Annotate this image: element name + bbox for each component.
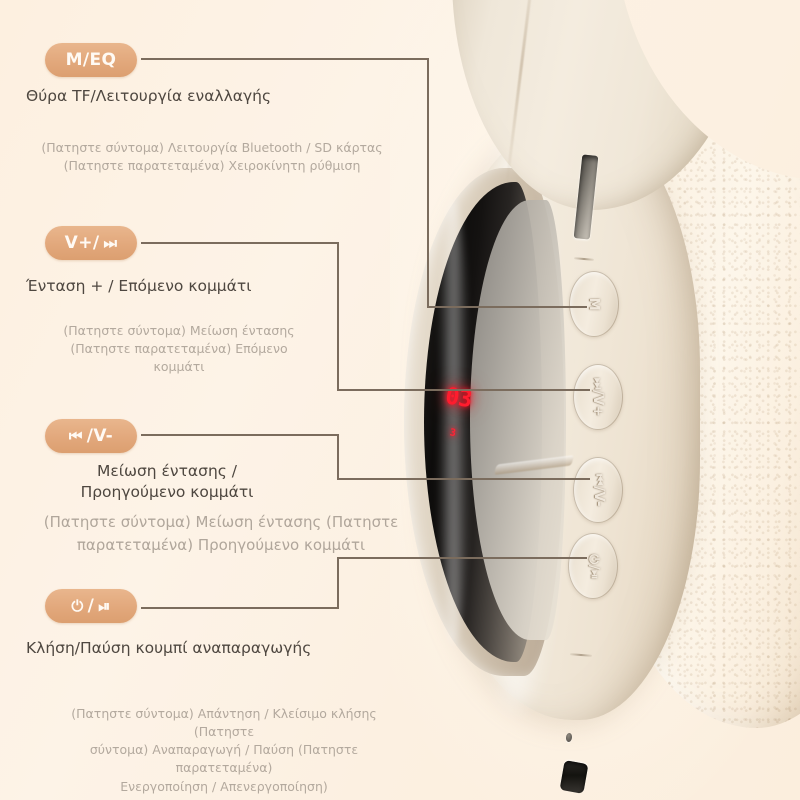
callout-title-volume-down: Μείωση έντασης / Προηγούμενο κομμάτι (80, 462, 254, 501)
play-pause-icon: ⏯ (98, 596, 111, 615)
callout-title-m-eq: Θύρα TF/Λειτουργία εναλλαγής (26, 87, 272, 105)
callout-title-volume-up: Ένταση + / Επόμενο κομμάτι (26, 277, 252, 295)
callout-badge-volume-up[interactable]: V+/ ⏭ (45, 226, 137, 260)
callout-badge-volume-down-label: /V- (86, 426, 114, 446)
device-button-volume-down[interactable]: ⏮/V- (573, 457, 623, 523)
callout-badge-m-eq[interactable]: M/EQ (45, 43, 137, 77)
next-track-icon: ⏭ (103, 233, 118, 252)
callout-title-power-play: Κλήση/Παύση κουμπί αναπαραγωγής (26, 639, 312, 657)
driver-face (470, 200, 566, 640)
device-button-volume-up[interactable]: ⏭/V+ (573, 364, 623, 430)
callout-badge-power-play-label: / (87, 596, 95, 616)
callout-desc-m-eq: (Πατηστε σύντομα) Λειτουργία Bluetooth /… (41, 140, 383, 174)
callout-badge-power-play[interactable]: ⏻ / ⏯ (45, 589, 137, 623)
previous-track-icon: ⏮ (68, 426, 83, 445)
callout-desc-power-play: (Πατηστε σύντομα) Απάντηση / Κλείσιμο κλ… (71, 706, 377, 794)
callout-badge-m-eq-label: M/EQ (65, 50, 117, 70)
callout-desc-volume-down: (Πατηστε σύντομα) Μείωση έντασης (Πατηστ… (43, 513, 399, 554)
device-button-power-play[interactable]: ⏻/⏯ (568, 533, 618, 599)
device-button-m[interactable]: M (569, 271, 619, 337)
callout-badge-volume-down[interactable]: ⏮ /V- (45, 419, 137, 453)
callout-badge-volume-up-label: V+/ (64, 233, 100, 253)
power-icon: ⏻ (71, 596, 84, 615)
callout-desc-volume-up: (Πατηστε σύντομα) Μείωση έντασης (Πατηστ… (63, 323, 295, 375)
